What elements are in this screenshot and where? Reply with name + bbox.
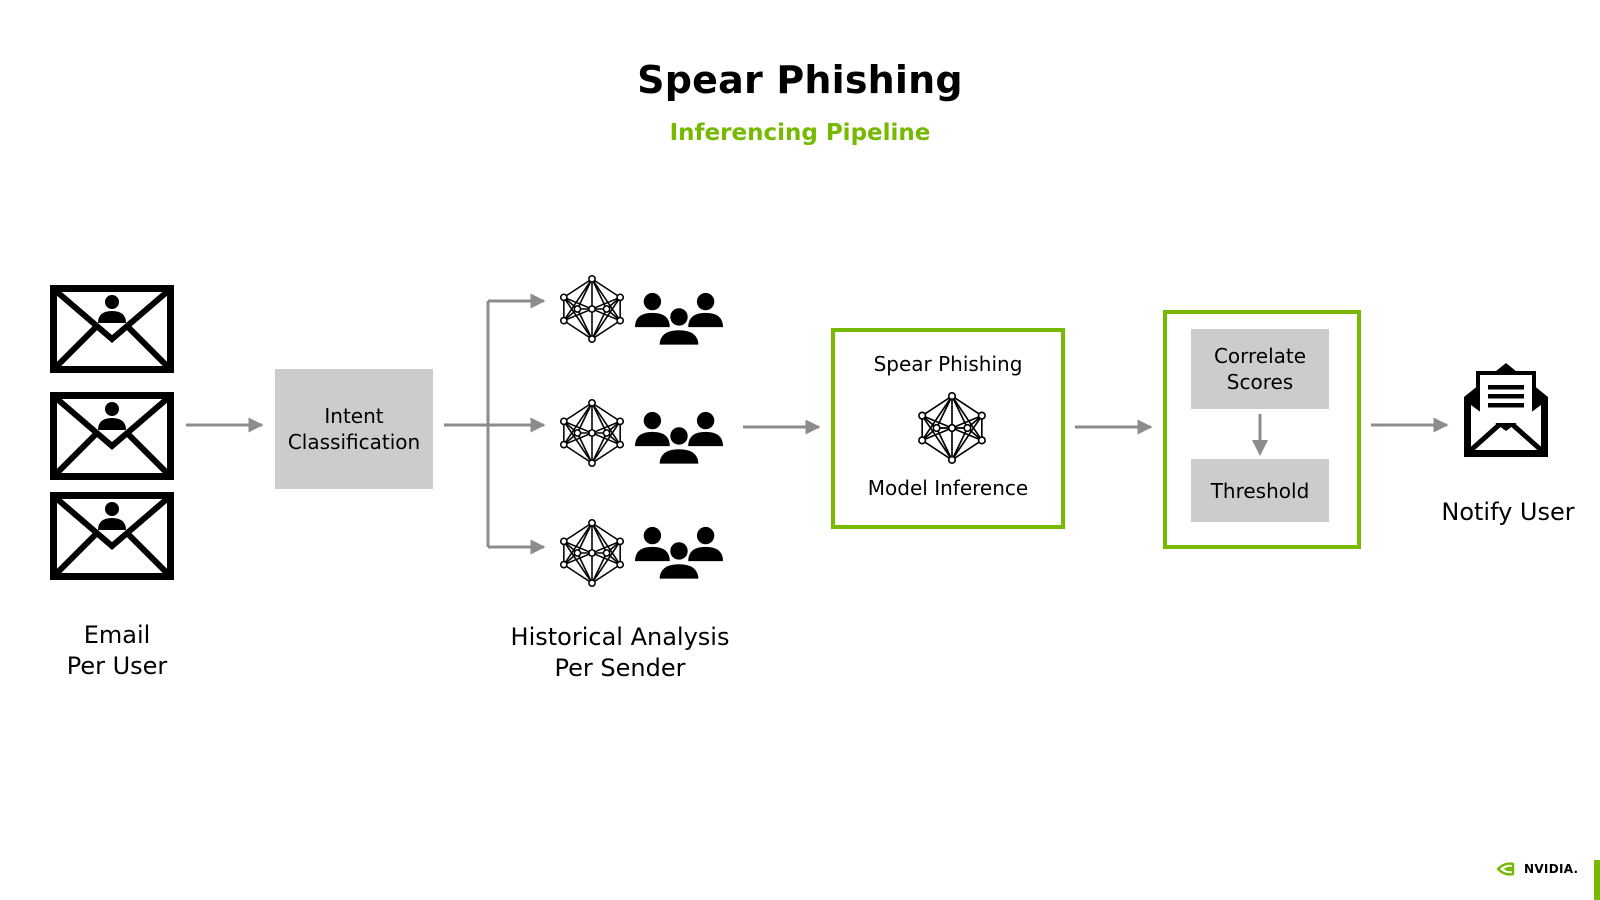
correlate-scores-box: Correlate Scores — [1191, 329, 1329, 409]
intent-classification-text: Intent Classification — [287, 404, 421, 454]
neural-network-icon — [559, 399, 625, 467]
model-box-top-text: Spear Phishing — [873, 352, 1023, 376]
threshold-text: Threshold — [1210, 478, 1310, 503]
email-stage-label: Email Per User — [66, 621, 168, 680]
nvidia-logo: NVIDIA. — [1497, 861, 1578, 877]
historical-stage-label: Historical Analysis Per Sender — [510, 623, 730, 682]
branch-arrows — [444, 293, 546, 555]
notify-stage-label: Notify User — [1441, 498, 1575, 526]
neural-network-icon — [916, 392, 988, 464]
email-user-icon — [54, 496, 171, 577]
threshold-box: Threshold — [1191, 459, 1329, 522]
nvidia-eye-icon — [1497, 862, 1515, 876]
model-box-bottom-text: Model Inference — [867, 476, 1029, 500]
accent-edge-bar — [1594, 860, 1600, 900]
correlate-scores-text: Correlate Scores — [1213, 344, 1307, 394]
scoring-box: Correlate Scores Threshold — [1163, 310, 1361, 549]
nvidia-logo-text: NVIDIA. — [1524, 862, 1579, 876]
user-group-icon — [635, 292, 723, 346]
neural-network-icon — [559, 519, 625, 587]
down-arrow — [1252, 414, 1268, 456]
user-group-icon — [635, 411, 723, 465]
intent-classification-box: Intent Classification — [275, 369, 433, 489]
email-user-icon — [54, 396, 171, 477]
page-title: Spear Phishing — [637, 58, 963, 102]
page-subtitle: Inferencing Pipeline — [669, 120, 931, 146]
email-user-icon — [54, 289, 171, 370]
user-group-icon — [635, 526, 723, 580]
model-inference-box: Spear Phishing Model Inference — [831, 328, 1065, 529]
neural-network-icon — [559, 275, 625, 343]
open-mail-icon — [1464, 363, 1548, 457]
